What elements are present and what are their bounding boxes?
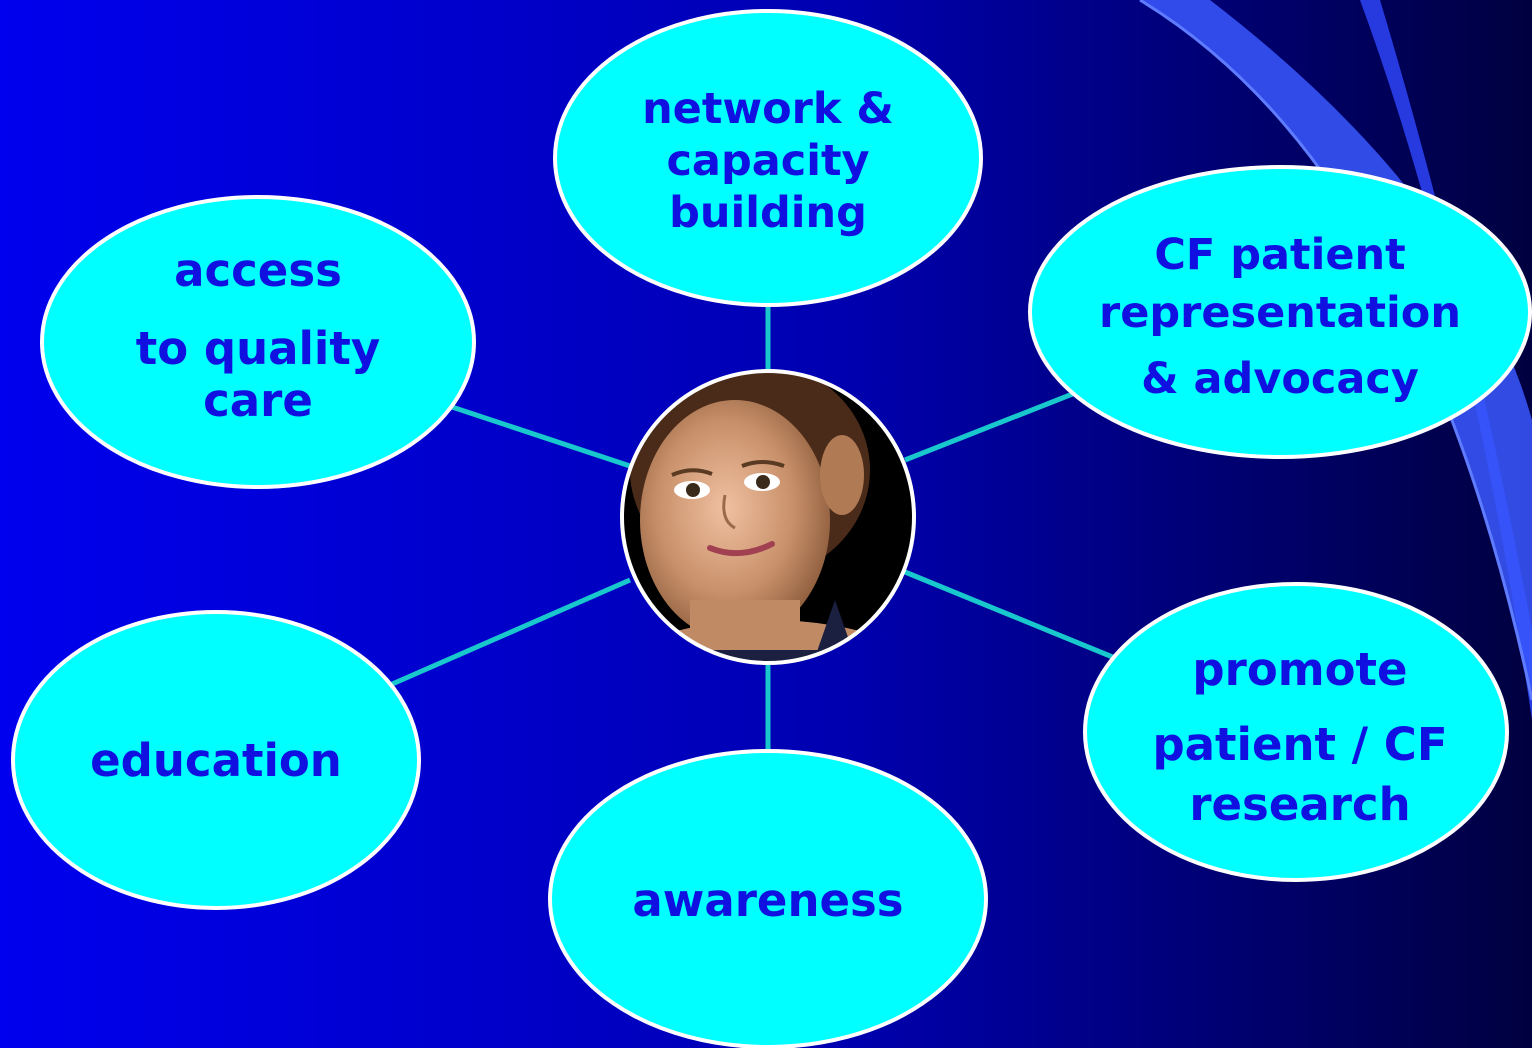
node-line: & advocacy bbox=[1141, 354, 1419, 404]
node-line: CF patient bbox=[1154, 230, 1406, 280]
node-line: network & bbox=[642, 84, 894, 134]
bubble-education bbox=[11, 610, 421, 910]
node-label-education: education bbox=[46, 734, 386, 788]
node-label-representation: CF patient representation & advocacy bbox=[1090, 226, 1470, 408]
node-line: access bbox=[174, 244, 342, 297]
node-line: patient / CF bbox=[1152, 718, 1448, 771]
node-line: awareness bbox=[632, 874, 904, 927]
node-line: care bbox=[203, 374, 313, 427]
node-line: research bbox=[1189, 778, 1411, 831]
connector-education bbox=[388, 577, 632, 688]
connector-representation bbox=[904, 390, 1076, 463]
bubbles bbox=[11, 9, 1532, 1048]
node-line: promote bbox=[1192, 643, 1408, 696]
connector-lines bbox=[388, 305, 1116, 752]
connector-access bbox=[451, 404, 631, 469]
node-line: capacity bbox=[666, 136, 870, 186]
node-line: representation bbox=[1099, 288, 1461, 338]
node-label-network: network & capacity building bbox=[598, 83, 938, 239]
connector-research bbox=[904, 569, 1116, 661]
node-label-awareness: awareness bbox=[588, 874, 948, 928]
bubble-research bbox=[1083, 582, 1509, 882]
node-label-access: access to quality care bbox=[88, 245, 428, 427]
bubble-access bbox=[40, 195, 476, 489]
node-label-research: promote patient / CF research bbox=[1120, 640, 1480, 835]
node-line: education bbox=[90, 734, 342, 787]
bubble-network bbox=[553, 9, 983, 307]
bubble-awareness bbox=[548, 749, 988, 1048]
bubble-representation bbox=[1028, 165, 1532, 459]
node-line: building bbox=[669, 188, 867, 238]
node-line: to quality bbox=[135, 322, 381, 375]
